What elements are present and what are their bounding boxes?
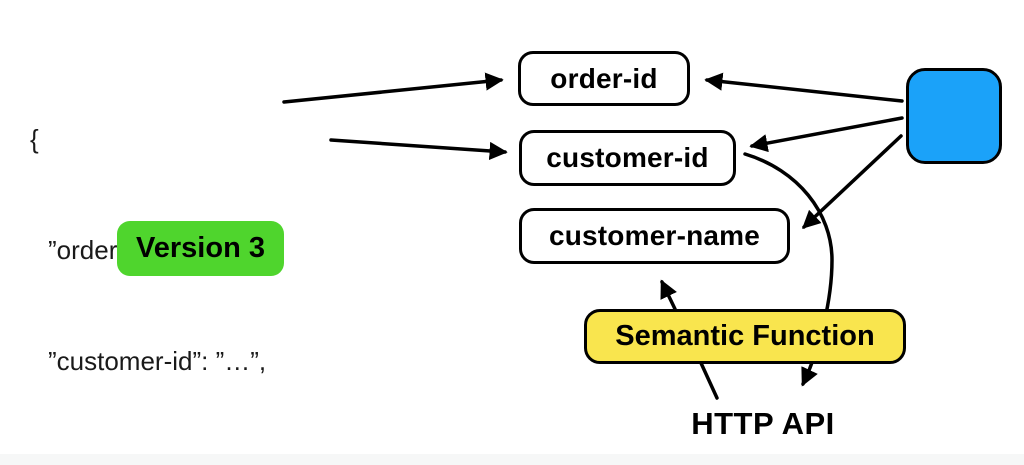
line-semantic-function-to-http-api (699, 361, 719, 400)
http-api-label: HTTP API (691, 406, 835, 441)
customer-name-box: customer-name (519, 208, 790, 264)
json-line-open-brace: { (30, 124, 39, 154)
arrow-json-to-customer-id (329, 138, 508, 161)
version-badge: Version 3 (117, 221, 284, 276)
source-square (906, 68, 1002, 164)
arrow-semantic-function-to-customer-name (660, 279, 677, 311)
arrow-square-to-customer-id (749, 116, 904, 153)
order-id-box: order-id (518, 51, 690, 106)
semantic-function-box: Semantic Function (584, 309, 906, 364)
footer-strip (0, 454, 1024, 465)
json-line-customer-id: ”customer-id”: ”…”, (48, 346, 267, 376)
arrow-json-to-order-id (282, 72, 504, 104)
arrow-square-to-order-id (704, 72, 904, 103)
customer-id-box: customer-id (519, 130, 736, 186)
